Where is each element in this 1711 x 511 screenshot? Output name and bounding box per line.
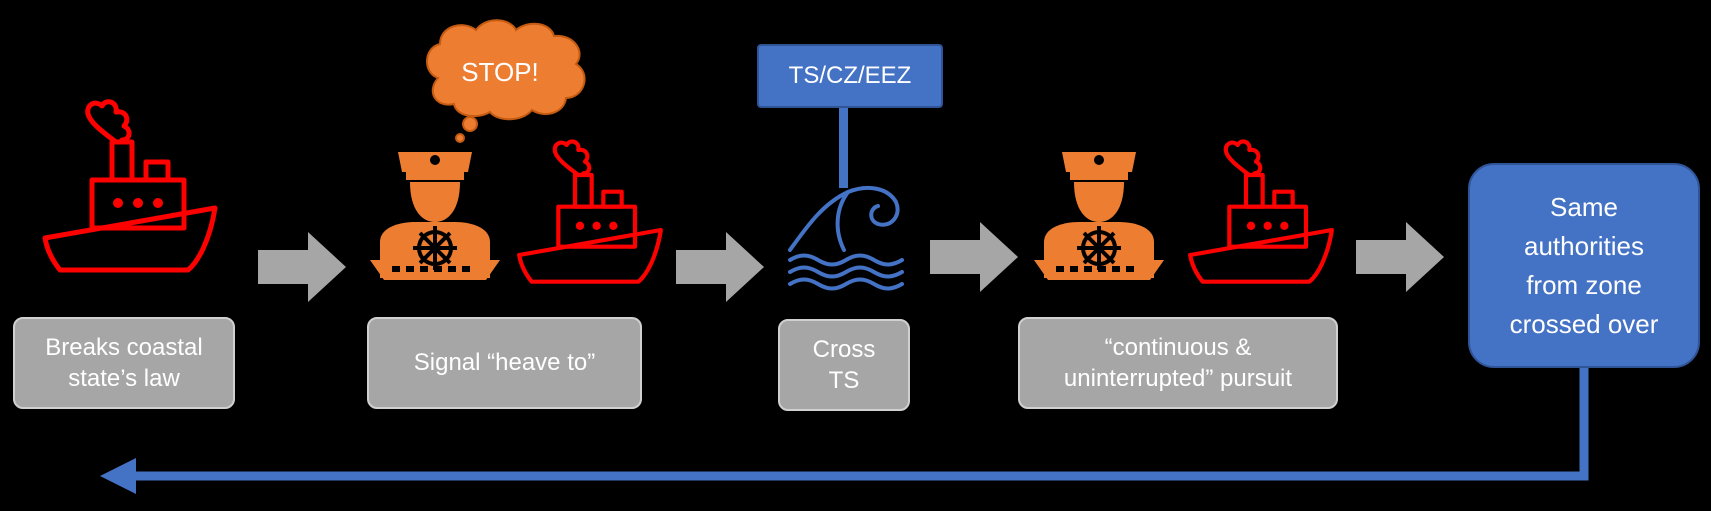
speech-bubble-text: STOP! [461, 57, 539, 88]
ship-icon [517, 139, 663, 284]
step-3-line-1: Cross [812, 335, 876, 363]
speech-bubble-icon [426, 19, 586, 143]
final-line-3: from zone [1526, 269, 1642, 300]
final-result-box: Same authorities from zone crossed over [1468, 163, 1700, 368]
step-4-line-2: uninterrupted” pursuit [1063, 365, 1293, 392]
captain-icon [370, 152, 500, 280]
captain-icon [1034, 152, 1164, 280]
sign-post [839, 108, 848, 188]
step-3-line-2: TS [828, 367, 860, 394]
right-arrow-icon [1356, 222, 1444, 292]
final-line-2: authorities [1524, 230, 1644, 261]
right-arrow-icon [930, 222, 1018, 292]
final-line-4: crossed over [1509, 308, 1659, 339]
step-4-line-1: “continuous & [1104, 333, 1252, 361]
step-box-cross-ts: Cross TS [778, 319, 910, 411]
step-box-signal: Signal “heave to” [367, 317, 642, 409]
right-arrow-icon [258, 232, 346, 302]
final-line-1: Same [1550, 191, 1618, 222]
step-box-breaks-law: Breaks coastal state’s law [13, 317, 235, 409]
step-box-pursuit: “continuous & uninterrupted” pursuit [1018, 317, 1338, 409]
ship-icon [42, 99, 218, 273]
zone-sign: TS/CZ/EEZ [757, 44, 943, 108]
ship-icon [1188, 139, 1334, 284]
step-2-line-1: Signal “heave to” [413, 349, 596, 377]
step-1-line-1: Breaks coastal [45, 333, 203, 361]
step-1-line-2: state’s law [68, 365, 180, 392]
wave-icon [788, 185, 904, 291]
right-arrow-icon [676, 232, 764, 302]
